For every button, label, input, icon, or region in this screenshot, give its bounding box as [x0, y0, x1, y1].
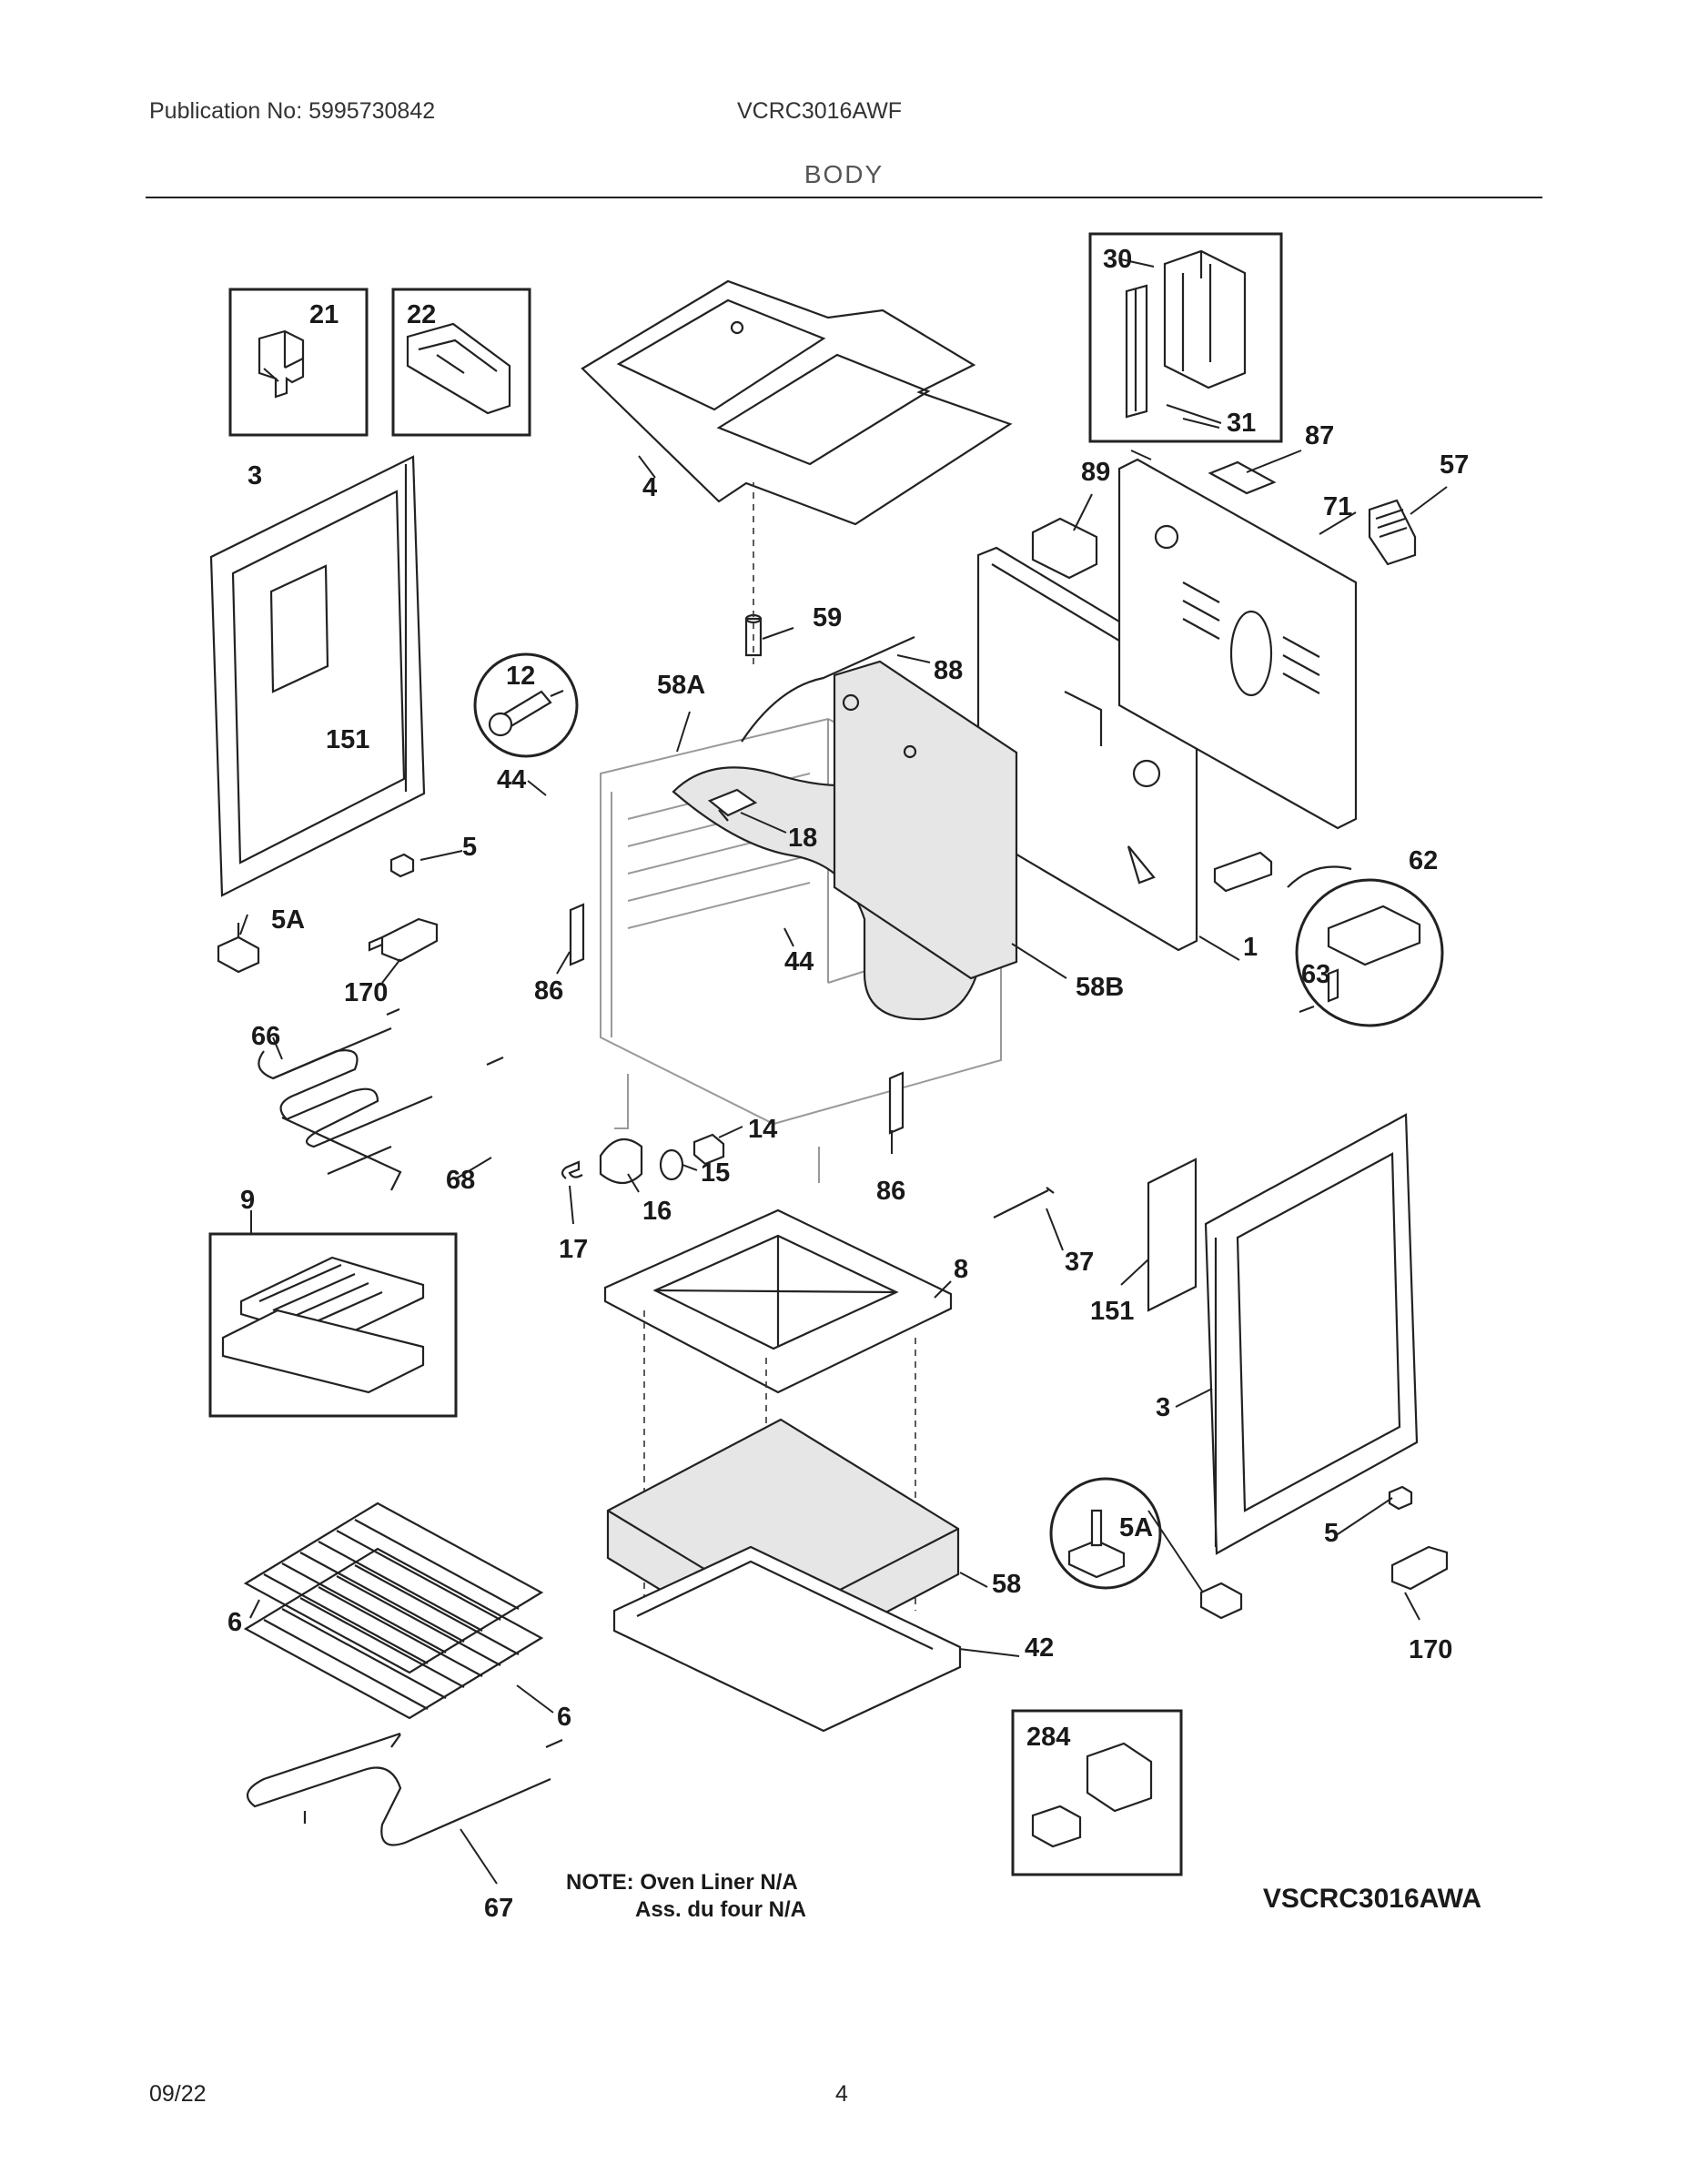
- callout-42: 42: [1025, 1633, 1054, 1663]
- callout-86-left: 86: [534, 976, 563, 1006]
- part-17-clip: [561, 1160, 583, 1179]
- callout-71: 71: [1323, 492, 1352, 521]
- callout-68: 68: [446, 1166, 475, 1195]
- callout-62: 62: [1409, 846, 1438, 875]
- part-88-wire: [741, 635, 915, 743]
- callout-6-lower: 6: [557, 1703, 571, 1732]
- part-58B-insulation-panel: [833, 660, 1018, 980]
- callout-44-upper: 44: [497, 765, 526, 794]
- leader-lines: [239, 258, 1448, 1885]
- callout-15: 15: [701, 1158, 730, 1188]
- part-6-oven-rack-lower: [243, 1547, 544, 1720]
- header-rule: [146, 197, 1542, 198]
- callout-63: 63: [1301, 960, 1330, 989]
- part-5A-leg-right: [1199, 1582, 1243, 1620]
- part-18-bracket: [707, 788, 758, 822]
- callout-58: 58: [992, 1570, 1021, 1599]
- part-15-bulb: [659, 1148, 684, 1181]
- note-oven-liner: NOTE: Oven Liner N/A: [566, 1870, 798, 1895]
- callout-58B: 58B: [1076, 973, 1124, 1002]
- callout-12: 12: [506, 662, 535, 691]
- part-37-wire: [993, 1187, 1055, 1218]
- callout-5A-left: 5A: [271, 905, 305, 935]
- callout-8: 8: [954, 1255, 968, 1284]
- callout-16: 16: [642, 1197, 672, 1226]
- callout-284: 284: [1026, 1723, 1070, 1752]
- callout-4: 4: [642, 473, 657, 502]
- callout-labels: 21 22 30 31 87 57 89 71 3 4 59 88 12 58A…: [227, 245, 1469, 1923]
- publication-number: Publication No: 5995730842: [149, 98, 436, 124]
- callout-5A-right: 5A: [1119, 1513, 1153, 1542]
- callout-66: 66: [251, 1022, 280, 1051]
- inset-9-broil-pan: [208, 1232, 458, 1418]
- callout-3-left: 3: [248, 461, 262, 490]
- part-5-leveler-left: [389, 853, 415, 878]
- part-4-top-panel: [581, 279, 1013, 526]
- callout-87: 87: [1305, 421, 1334, 450]
- callout-67: 67: [484, 1894, 513, 1923]
- part-68-wire: [281, 1117, 402, 1191]
- inset-284: [1011, 1709, 1183, 1876]
- inset-22: [391, 288, 531, 437]
- model-number: VCRC3016AWF: [737, 98, 903, 124]
- part-57-vent-cover: [1368, 499, 1417, 566]
- callout-5-right: 5: [1324, 1519, 1339, 1548]
- part-5A-leg-left: [217, 923, 260, 974]
- part-86-hinge-left: [569, 903, 585, 966]
- callout-170-right: 170: [1409, 1635, 1452, 1664]
- part-42-bottom-tray: [612, 1545, 962, 1733]
- callout-59: 59: [813, 603, 842, 632]
- callout-18: 18: [788, 824, 817, 853]
- callout-89: 89: [1081, 458, 1110, 487]
- callout-57: 57: [1440, 450, 1469, 480]
- callout-170-left: 170: [344, 978, 388, 1007]
- callout-14: 14: [748, 1115, 777, 1144]
- part-16-lamp-cover: [599, 1138, 643, 1185]
- part-71-rear-cover: [1117, 458, 1358, 830]
- part-151-bracket-right: [1147, 1158, 1198, 1312]
- part-8-oven-bottom: [603, 1208, 953, 1394]
- callout-9: 9: [240, 1186, 255, 1215]
- section-title: BODY: [804, 160, 884, 188]
- part-66-broil-element: [258, 1007, 504, 1148]
- callout-22: 22: [407, 300, 436, 329]
- callout-5-left: 5: [462, 833, 477, 862]
- part-6-oven-rack-upper: [243, 1502, 544, 1674]
- variant-model-number: VSCRC3016AWA: [1263, 1884, 1481, 1914]
- part-62-terminal-block: [1213, 851, 1352, 893]
- part-67-bake-element: [246, 1732, 563, 1846]
- callout-58A: 58A: [657, 671, 705, 700]
- callout-86-right: 86: [876, 1177, 905, 1206]
- inset-30-31: [1088, 232, 1283, 443]
- part-86-hinge-right: [888, 1071, 905, 1135]
- footer-page-number: 4: [835, 2081, 848, 2107]
- part-14-lamp-socket: [692, 1133, 725, 1166]
- inset-21: [228, 288, 369, 437]
- callout-6-upper: 6: [227, 1608, 242, 1637]
- note-oven-liner-fr: Ass. du four N/A: [635, 1897, 806, 1922]
- part-170-bracket-left: [368, 917, 439, 963]
- callout-3-right: 3: [1156, 1393, 1170, 1422]
- footer-date: 09/22: [149, 2081, 207, 2107]
- part-5-leveler-right: [1388, 1485, 1413, 1511]
- callout-1: 1: [1243, 933, 1258, 962]
- callout-17: 17: [559, 1235, 588, 1264]
- callout-30: 30: [1103, 245, 1132, 274]
- inset-12: [473, 652, 579, 758]
- callout-151-right: 151: [1090, 1297, 1134, 1326]
- part-89-bracket: [1031, 517, 1098, 580]
- part-3-side-panel-right: [1204, 1113, 1419, 1555]
- part-3-side-panel-left: [209, 455, 426, 897]
- callout-44-lower: 44: [784, 947, 814, 976]
- callout-21: 21: [309, 300, 339, 329]
- part-87-plate: [1208, 460, 1277, 495]
- inset-5A-right: [1049, 1477, 1162, 1590]
- callout-151-left: 151: [326, 725, 369, 754]
- callout-88: 88: [934, 656, 963, 685]
- callout-31: 31: [1227, 409, 1256, 438]
- callout-37: 37: [1065, 1248, 1094, 1277]
- inset-62-63: [1295, 878, 1444, 1027]
- part-170-bracket-right: [1390, 1545, 1449, 1591]
